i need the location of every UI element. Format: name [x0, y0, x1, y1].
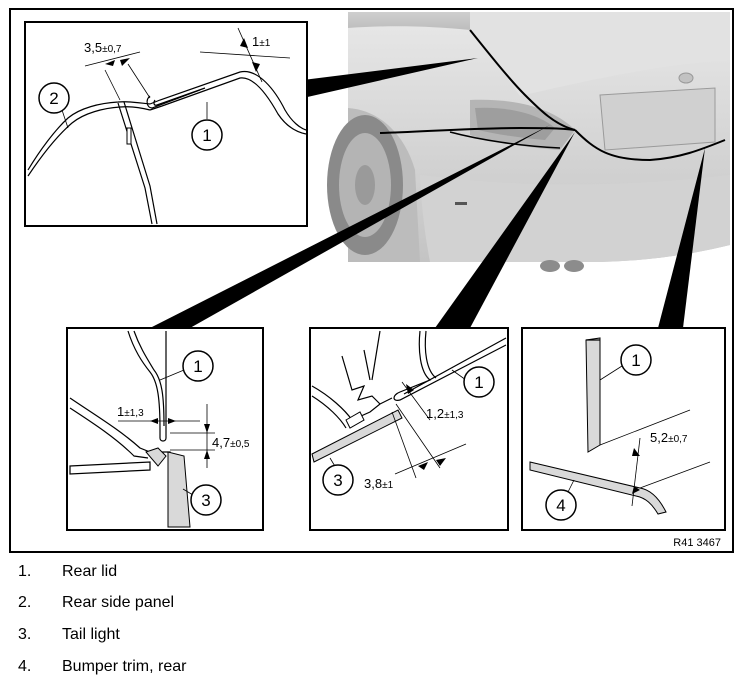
- legend-label: Bumper trim, rear: [62, 658, 187, 675]
- callout-4-right-label: 4: [556, 496, 565, 515]
- callout-2-top-label: 2: [49, 89, 58, 108]
- callout-3-left: [190, 484, 222, 516]
- callout-1-left: [182, 350, 214, 382]
- callout-1-left-label: 1: [193, 357, 202, 376]
- legend-label: Tail light: [62, 626, 120, 643]
- dim-middle-offset: 3,8±1: [364, 476, 394, 491]
- callout-1-top-label: 1: [202, 126, 211, 145]
- car-rear-view: [327, 12, 730, 272]
- detail-view-middle: 1,2±1,3 3,8±1 1 3: [309, 327, 509, 531]
- callout-4-right: [545, 489, 577, 521]
- dim-top-gap: 3,5±0,7: [84, 40, 122, 55]
- figure-reference: R41 3467: [673, 537, 721, 549]
- callout-3-middle-label: 3: [333, 471, 342, 490]
- dim-left-height: 4,7±0,5: [212, 435, 250, 450]
- legend-number: 4.: [18, 658, 32, 675]
- legend-label: Rear side panel: [62, 594, 175, 611]
- detail-view-right: 5,2±0,7 1 4: [521, 327, 726, 531]
- callout-1-middle-label: 1: [474, 373, 483, 392]
- dim-middle-gap: 1,2±1,3: [426, 406, 464, 421]
- legend-number: 3.: [18, 626, 32, 643]
- callout-3-left-label: 3: [201, 491, 210, 510]
- dim-right-gap: 5,2±0,7: [650, 430, 688, 445]
- dim-top-offset: 1±1: [252, 34, 271, 49]
- callout-1-middle: [463, 366, 495, 398]
- detail-view-top: 3,5±0,7 1±1 2 1: [24, 21, 308, 227]
- legend-number: 2.: [18, 594, 32, 611]
- legend-label: Rear lid: [62, 563, 118, 580]
- callout-1-top: [191, 119, 223, 151]
- detail-view-left: 1±1,3 4,7±0,5 1 3: [66, 327, 264, 531]
- legend-number: 1.: [18, 563, 32, 580]
- callout-wedges: [150, 58, 705, 328]
- callout-1-right: [620, 344, 652, 376]
- assembly-diagram: 3,5±0,7 1±1 2 1 1±1,3: [9, 8, 734, 553]
- callout-3-middle: [322, 464, 354, 496]
- callout-1-right-label: 1: [631, 351, 640, 370]
- callout-2-top: [38, 82, 70, 114]
- dim-left-gap: 1±1,3: [117, 404, 144, 419]
